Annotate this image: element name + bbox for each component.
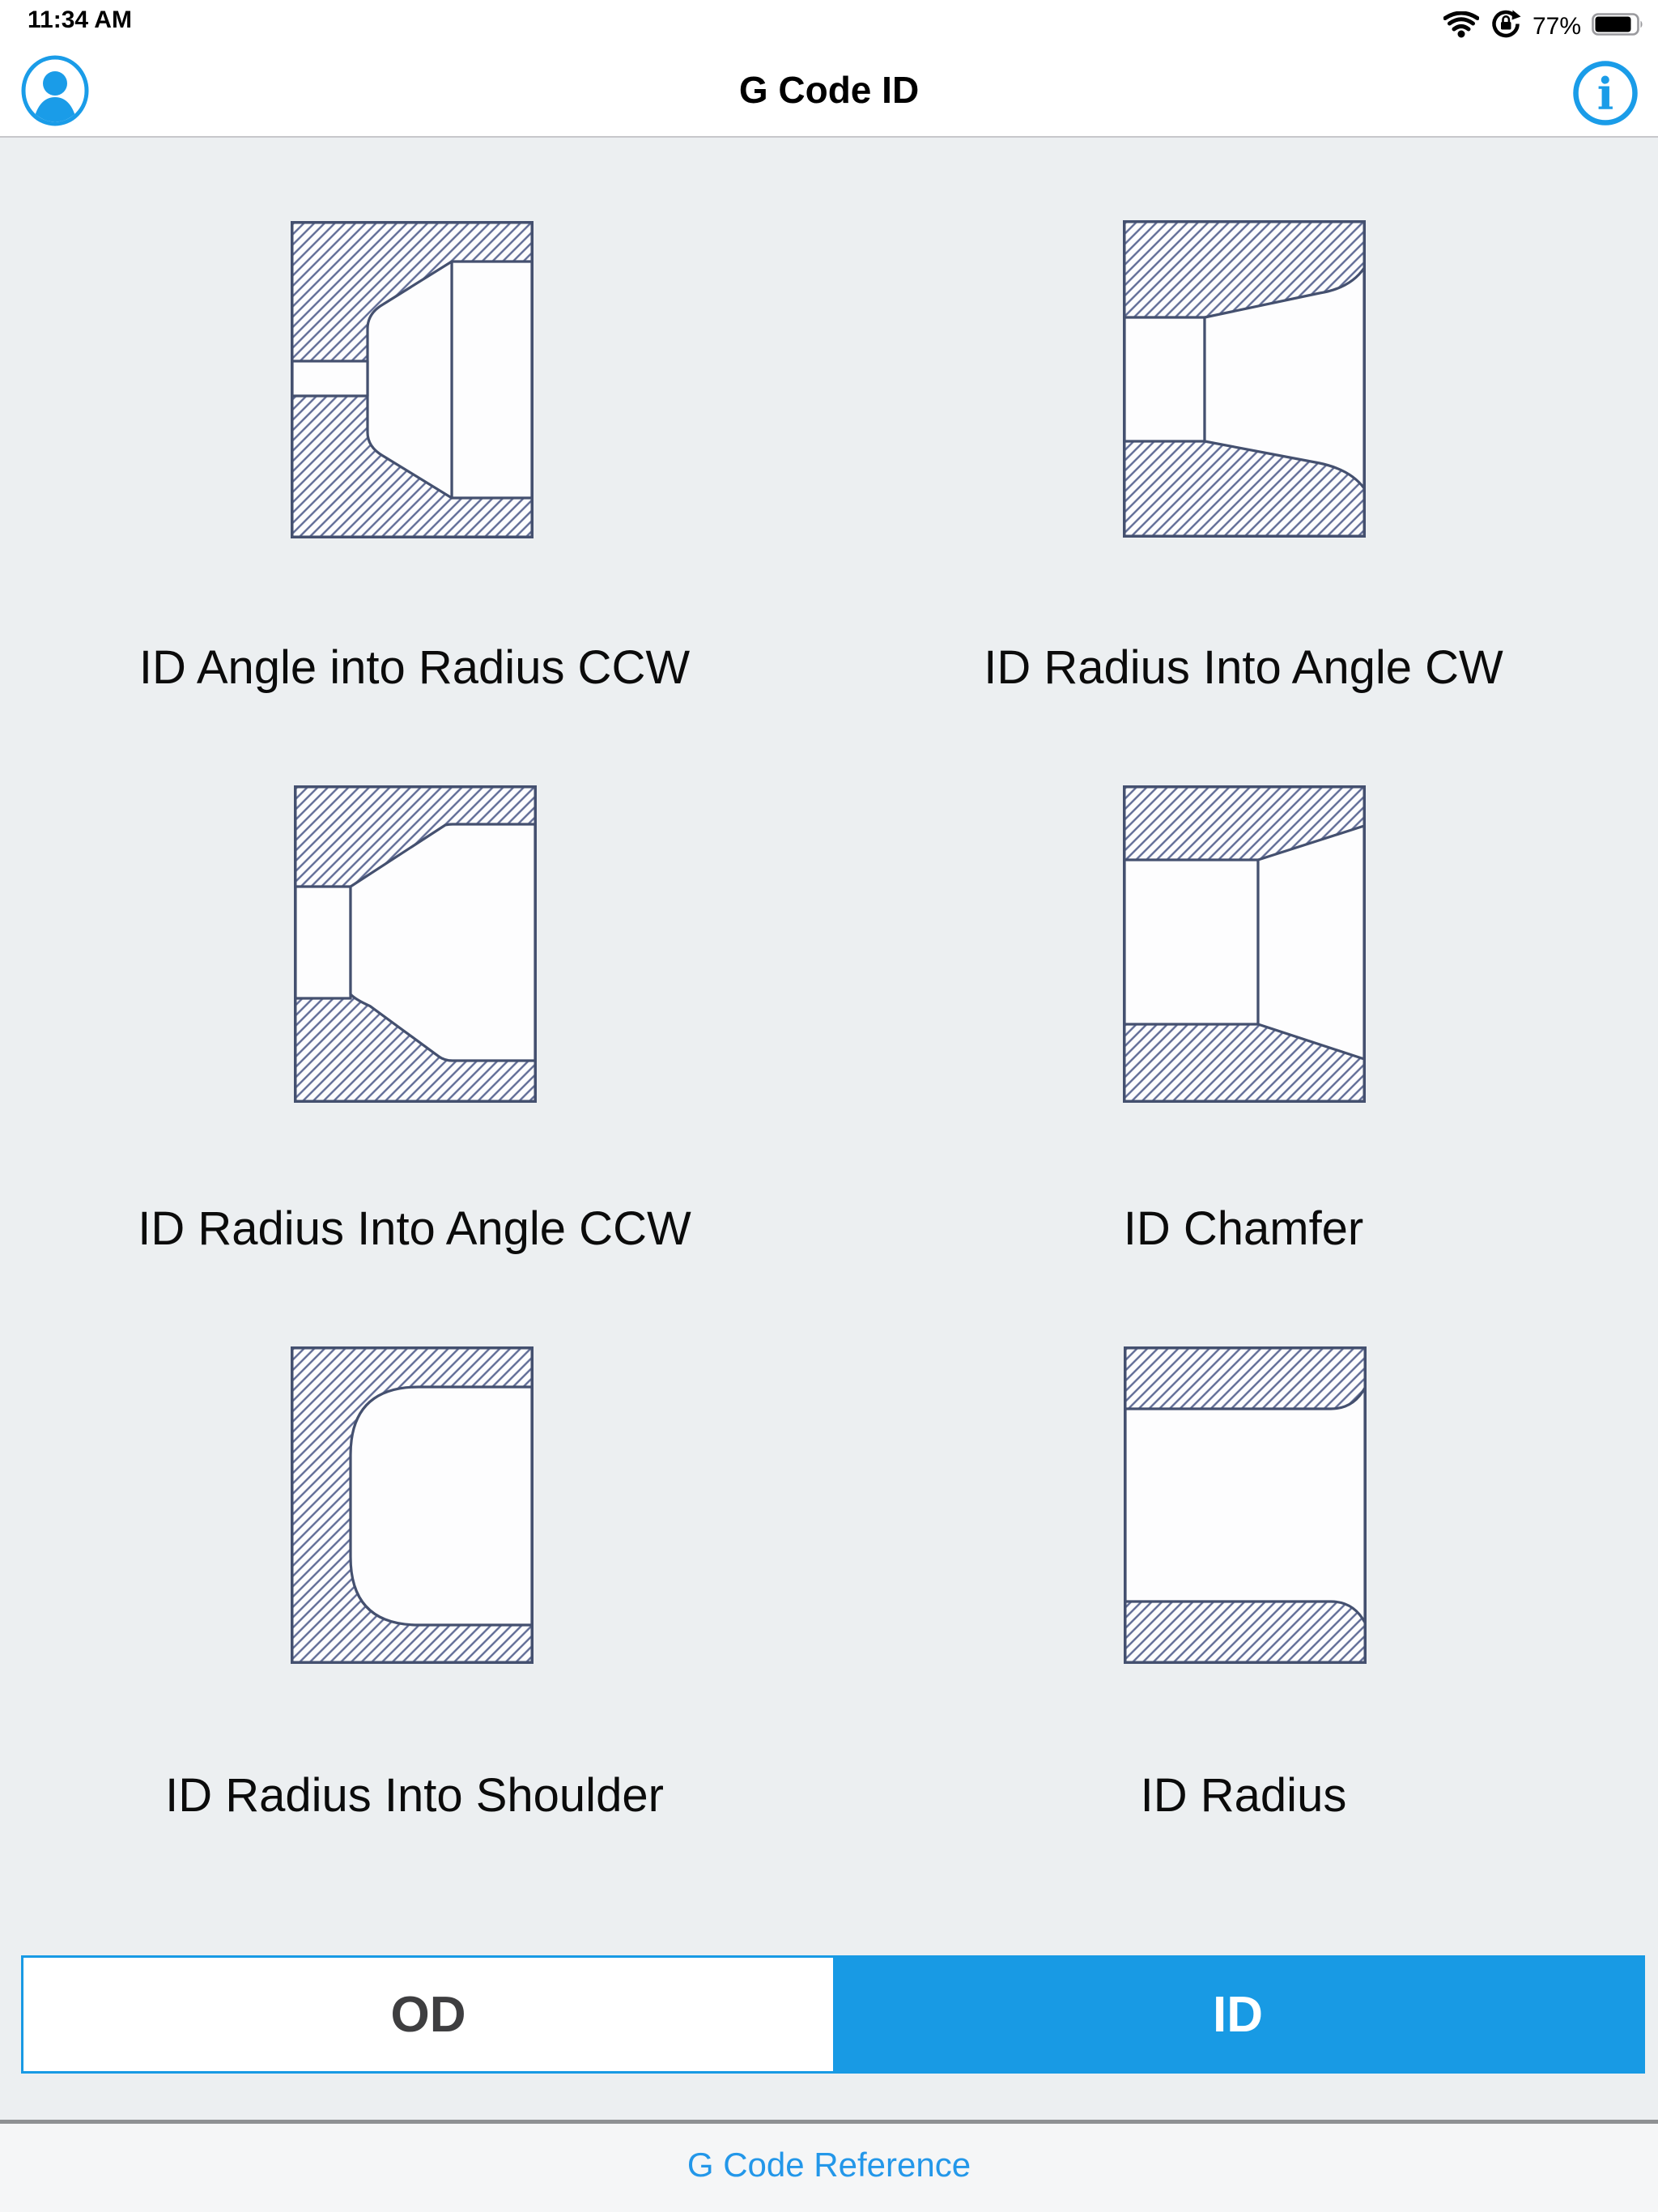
diagram-id-angle-into-radius-ccw	[291, 221, 534, 538]
diagram-id-radius	[1124, 1346, 1367, 1664]
label-id-radius-into-angle-cw: ID Radius Into Angle CW	[984, 641, 1503, 694]
card-id-radius-into-angle-cw[interactable]	[1123, 220, 1366, 538]
g-code-reference-link[interactable]: G Code Reference	[687, 2146, 971, 2184]
bottom-toolbar: G Code Reference	[0, 2124, 1658, 2212]
navigation-bar: 11:34 AM 77%	[0, 0, 1658, 138]
label-id-radius-into-angle-ccw: ID Radius Into Angle CCW	[138, 1202, 691, 1255]
segment-od[interactable]: OD	[23, 1958, 833, 2071]
label-id-radius-into-shoulder: ID Radius Into Shoulder	[165, 1769, 664, 1822]
diagram-id-chamfer	[1123, 785, 1366, 1103]
rotation-lock-icon	[1490, 8, 1522, 45]
wifi-icon	[1443, 11, 1480, 42]
svg-text:i: i	[1597, 68, 1614, 120]
card-id-radius-into-shoulder[interactable]	[291, 1346, 534, 1664]
card-id-angle-into-radius-ccw[interactable]	[291, 221, 534, 538]
label-id-chamfer: ID Chamfer	[1123, 1202, 1364, 1255]
label-id-radius: ID Radius	[1140, 1769, 1347, 1822]
card-id-radius[interactable]	[1124, 1346, 1367, 1664]
od-id-segmented-control: OD ID	[21, 1955, 1645, 2074]
card-id-radius-into-angle-ccw[interactable]	[294, 785, 537, 1103]
status-time: 11:34 AM	[28, 6, 132, 33]
battery-percent: 77%	[1532, 12, 1581, 40]
label-id-angle-into-radius-ccw: ID Angle into Radius CCW	[138, 641, 691, 694]
diagram-id-radius-into-shoulder	[291, 1346, 534, 1664]
battery-icon	[1592, 11, 1645, 41]
diagram-id-radius-into-angle-cw	[1123, 220, 1366, 538]
user-avatar-icon[interactable]	[21, 55, 89, 126]
card-id-chamfer[interactable]	[1123, 785, 1366, 1103]
info-icon[interactable]: i	[1572, 60, 1639, 126]
status-icons: 77%	[1443, 8, 1645, 45]
page-title: G Code ID	[738, 69, 920, 111]
toolbar-divider	[0, 2120, 1658, 2124]
segment-id-selected[interactable]: ID	[833, 1958, 1643, 2071]
diagram-id-radius-into-angle-ccw	[294, 785, 537, 1103]
